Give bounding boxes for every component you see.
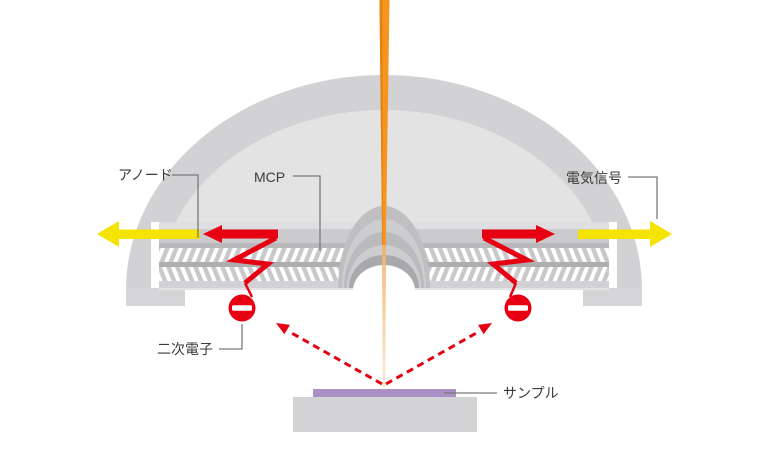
label-anode: アノード: [118, 167, 173, 183]
dashed-arrowhead-left: [276, 323, 290, 335]
mcp-bottom-right-channels: [384, 267, 609, 281]
mcp-bottom-left-channels: [159, 267, 384, 281]
dashed-arrowhead-right: [478, 323, 492, 335]
beam-edge: [379, 0, 383, 245]
primary-beam: [379, 0, 390, 388]
signal-arrow-left: [97, 221, 200, 247]
cascade-zigzag-left: [225, 235, 278, 285]
label-sample: サンプル: [503, 385, 559, 401]
leader-electric-signal: [628, 176, 658, 219]
label-mcp: MCP: [254, 169, 285, 185]
beam-lower-faint: [381, 205, 387, 388]
dome-foot-left: [126, 288, 185, 306]
stack-gap-right: [609, 222, 617, 288]
minus-icon: [232, 305, 252, 311]
leader-secondary-electron: [219, 324, 243, 350]
leader-anode: [172, 174, 199, 238]
sample-assembly: [293, 389, 477, 432]
labels: アノード MCP 電気信号 二次電子 サンプル: [118, 167, 622, 401]
signal-arrow-right: [578, 221, 672, 247]
detector-stack: [151, 222, 617, 288]
signal-arrows: [97, 221, 672, 247]
electron-symbols: [228, 294, 532, 322]
electron-cascade-arrows: [203, 225, 555, 298]
minus-icon: [508, 305, 528, 311]
cascade-tail-left: [243, 282, 254, 298]
secondary-electron-paths: [276, 323, 492, 386]
cascade-tail-right: [508, 282, 518, 298]
leader-lines: [172, 174, 658, 394]
sample-stage: [293, 397, 477, 432]
cascade-zigzag-right: [482, 235, 536, 285]
dashed-path-left: [287, 329, 383, 386]
sample-bar: [313, 389, 456, 397]
cascade-arrowhead-right: [482, 225, 555, 243]
leader-mcp: [293, 175, 321, 251]
dome-foot-right: [583, 288, 642, 306]
label-secondary-electron: 二次電子: [157, 341, 213, 357]
dashed-path-right: [385, 329, 481, 386]
stack-gap-left: [151, 222, 159, 288]
mcp-top-right-channels: [384, 248, 609, 262]
label-electric-signal: 電気信号: [566, 170, 622, 186]
mcp-top-left-channels: [159, 248, 384, 262]
cascade-arrowhead-left: [203, 225, 278, 243]
